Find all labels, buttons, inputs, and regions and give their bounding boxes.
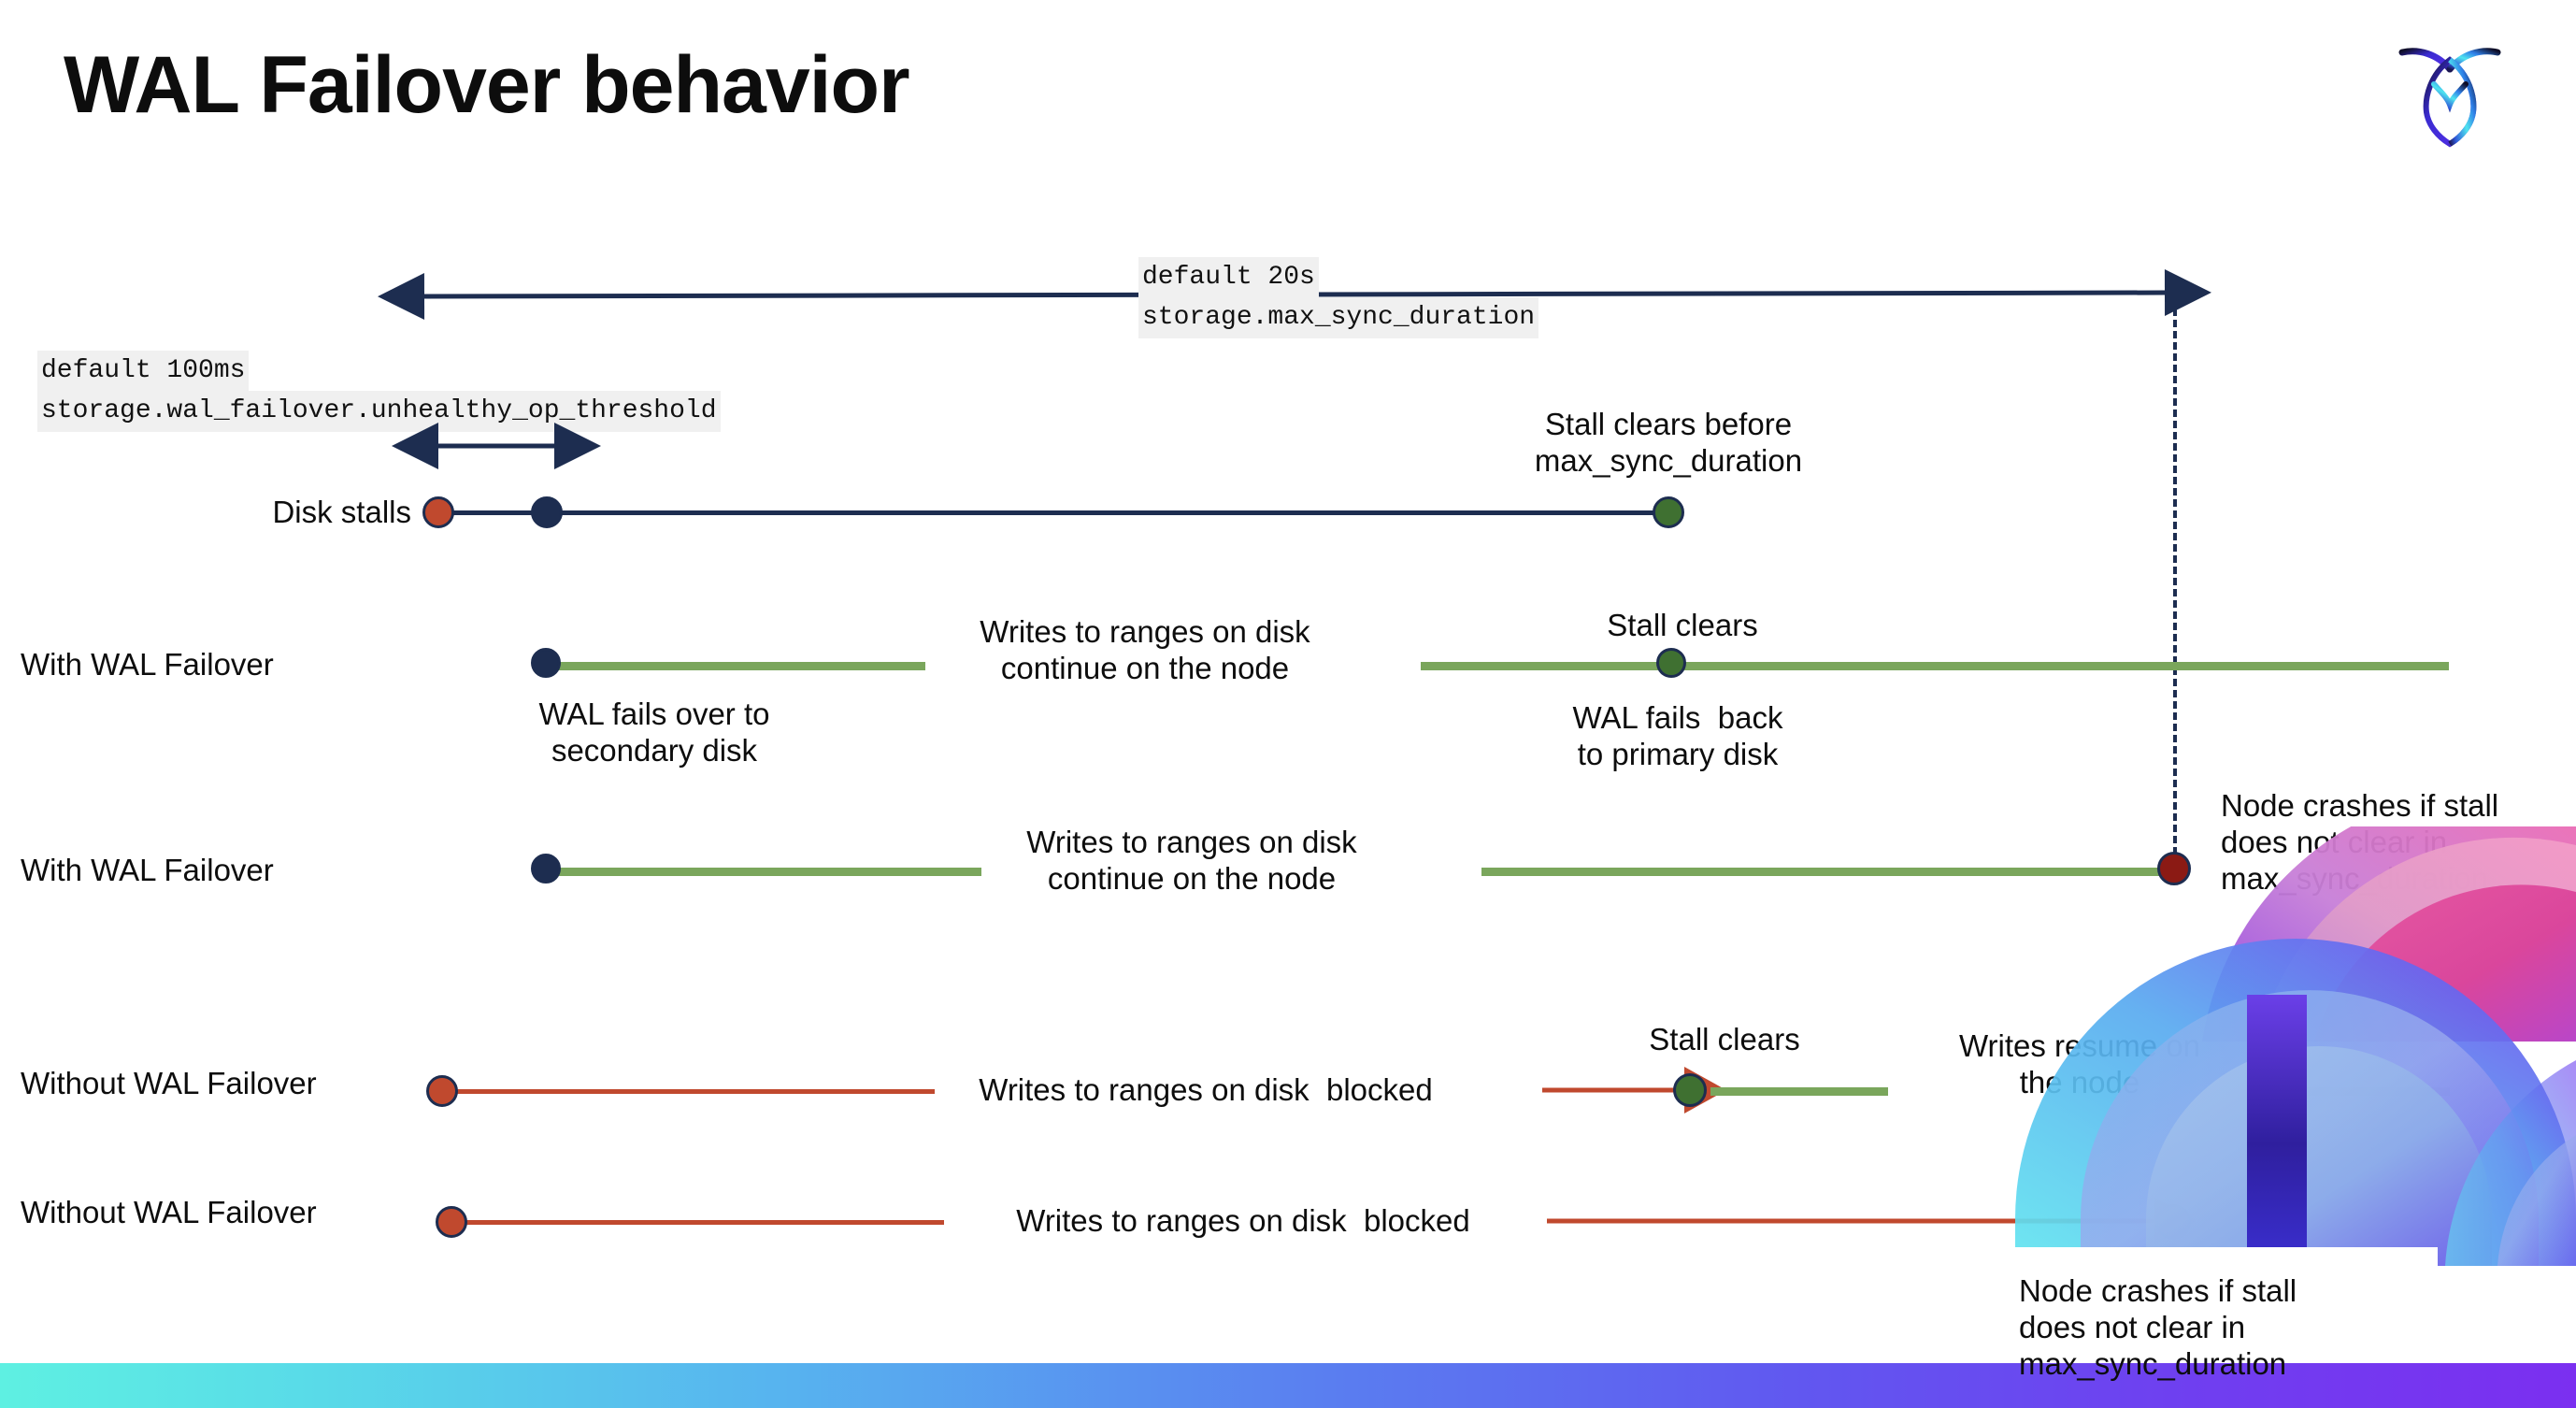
disk-stall-start-dot <box>422 496 454 528</box>
note-wal-fails-back: WAL fails back to primary disk <box>1572 700 1783 771</box>
row-label-without-wal-failover-2: Without WAL Failover <box>21 1195 317 1229</box>
without-wal-1-resume-track-a <box>1710 1087 1888 1096</box>
wal-failover-2-start-dot <box>531 854 561 884</box>
note-node-crashes-2: Node crashes if stall does not clear in … <box>2019 1273 2297 1381</box>
without-wal-2-blocked-track-a <box>458 1220 944 1225</box>
wal-failover-2-segment-b <box>1481 868 2178 876</box>
note-wal-fails-over: WAL fails over to secondary disk <box>538 697 770 768</box>
note-writes-blocked-2: Writes to ranges on disk blocked <box>1016 1203 1470 1238</box>
wal-failover-1-start-dot <box>531 648 561 678</box>
max-sync-duration-guide-line <box>2173 297 2177 877</box>
wal-failover-1-stall-clears-dot <box>1656 648 1686 678</box>
wal-failover-2-segment-a <box>542 868 981 876</box>
without-wal-1-blocked-track-a <box>449 1089 935 1094</box>
wal-failover-trigger-dot <box>531 496 563 528</box>
note-writes-continue-2: Writes to ranges on disk continue on the… <box>1026 825 1357 896</box>
disk-stalls-track <box>439 510 1673 515</box>
note-stall-clears-before: Stall clears before max_sync_duration <box>1534 407 1803 478</box>
note-node-crashes-1: Node crashes if stall does not clear in … <box>2221 788 2499 896</box>
without-wal-1-stall-clears-dot <box>1673 1073 1707 1107</box>
note-writes-blocked-1: Writes to ranges on disk blocked <box>979 1072 1433 1107</box>
unhealthy-op-default-label: default 100ms <box>37 351 250 392</box>
max-sync-setting-label: storage.max_sync_duration <box>1138 297 1539 338</box>
max-sync-default-label: default 20s <box>1138 257 1319 298</box>
unhealthy-op-setting-label: storage.wal_failover.unhealthy_op_thresh… <box>37 391 721 432</box>
without-wal-1-resume-track-b <box>2286 1087 2450 1096</box>
note-writes-resume: Writes resume on the node <box>1959 1028 2200 1099</box>
bottom-gradient-bar <box>0 1363 2576 1408</box>
wal-failover-1-segment-a <box>542 662 925 670</box>
without-wal-1-start-dot <box>426 1075 458 1107</box>
cockroachdb-logo-icon <box>2389 32 2511 153</box>
row-label-disk-stalls: Disk stalls <box>272 495 411 529</box>
without-wal-1-blocked-arrow <box>1542 1067 1726 1113</box>
wal-failover-1-segment-b <box>1421 662 2449 670</box>
note-stall-clears-1: Stall clears <box>1607 608 1758 642</box>
disk-stall-clears-dot <box>1653 496 1684 528</box>
page-title: WAL Failover behavior <box>64 40 910 130</box>
note-writes-continue-1: Writes to ranges on disk continue on the… <box>980 614 1310 685</box>
row-label-without-wal-failover-1: Without WAL Failover <box>21 1066 317 1100</box>
row-label-with-wal-failover-2: With WAL Failover <box>21 853 274 887</box>
without-wal-2-start-dot <box>436 1206 467 1238</box>
without-wal-2-blocked-arrow <box>1547 1198 2197 1244</box>
unhealthy-op-threshold-span-arrow <box>392 423 601 469</box>
wal-failover-2-node-crash-dot <box>2157 852 2191 885</box>
note-stall-clears-2: Stall clears <box>1649 1022 1800 1056</box>
row-label-with-wal-failover-1: With WAL Failover <box>21 647 274 682</box>
without-wal-2-node-crash-dot <box>2155 1204 2191 1240</box>
